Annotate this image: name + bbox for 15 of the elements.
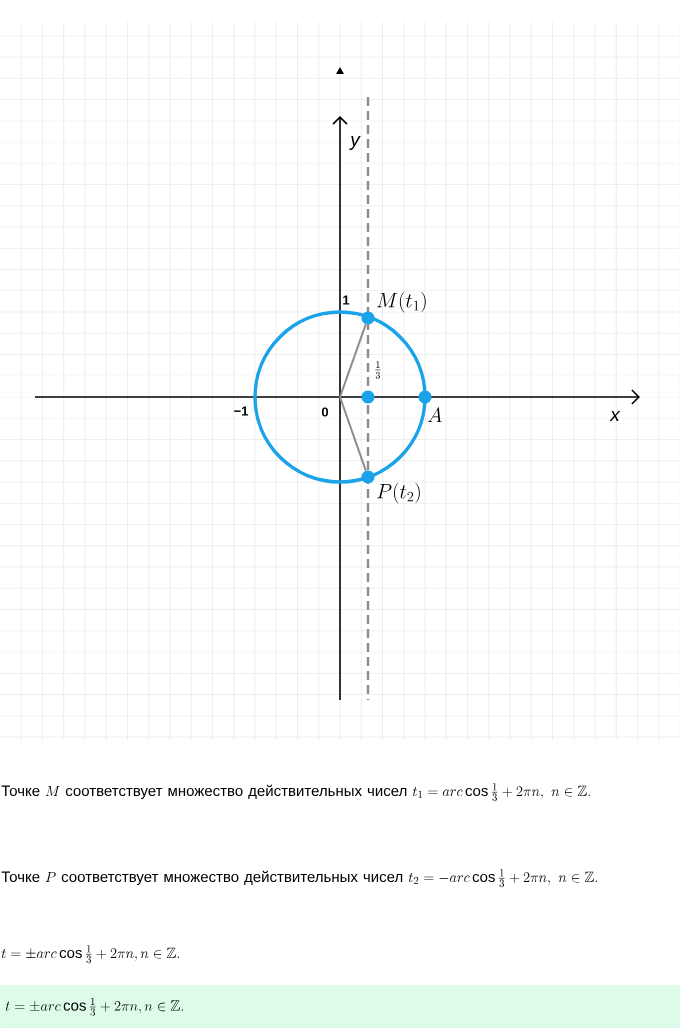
line-segment xyxy=(339,396,367,472)
answer-box: $t = \pm arc\cos\frac{1}{3} + 2\pi n, n\in\mathbb{Z}.$ xyxy=(0,985,680,1028)
paragraph: $\text{Точке } M \text{ соответствует множество действительных чисел } t_1 = arc\cos\frac{1}{3} + 2\pi n,\ n\in\mathbb{Z}.$ xyxy=(1,782,590,802)
axis-label: y xyxy=(349,136,361,150)
tick-label: 1 xyxy=(343,295,350,305)
point-label: $A$ xyxy=(427,407,442,423)
tick-label: −1 xyxy=(234,406,249,416)
formula: $t = \pm arc\cos\frac{1}{3} + 2\pi n, n\in\mathbb{Z}.$ xyxy=(1,945,179,964)
line-segment xyxy=(339,323,367,398)
point-label: $\frac{1}{3}$ xyxy=(375,361,381,379)
axis-label: x xyxy=(609,411,621,422)
paragraph: $\text{Точке } P \text{ соответствует множество действительных чисел } t_2 = -arc\cos\frac{1}{3} + 2\pi n,\ n\in\mathbb{Z}.$ xyxy=(1,869,598,888)
point-label: $M(t_1)$ xyxy=(377,291,426,313)
point-label: $P(t_2)$ xyxy=(377,482,420,504)
origin-label: 0 xyxy=(321,407,329,417)
